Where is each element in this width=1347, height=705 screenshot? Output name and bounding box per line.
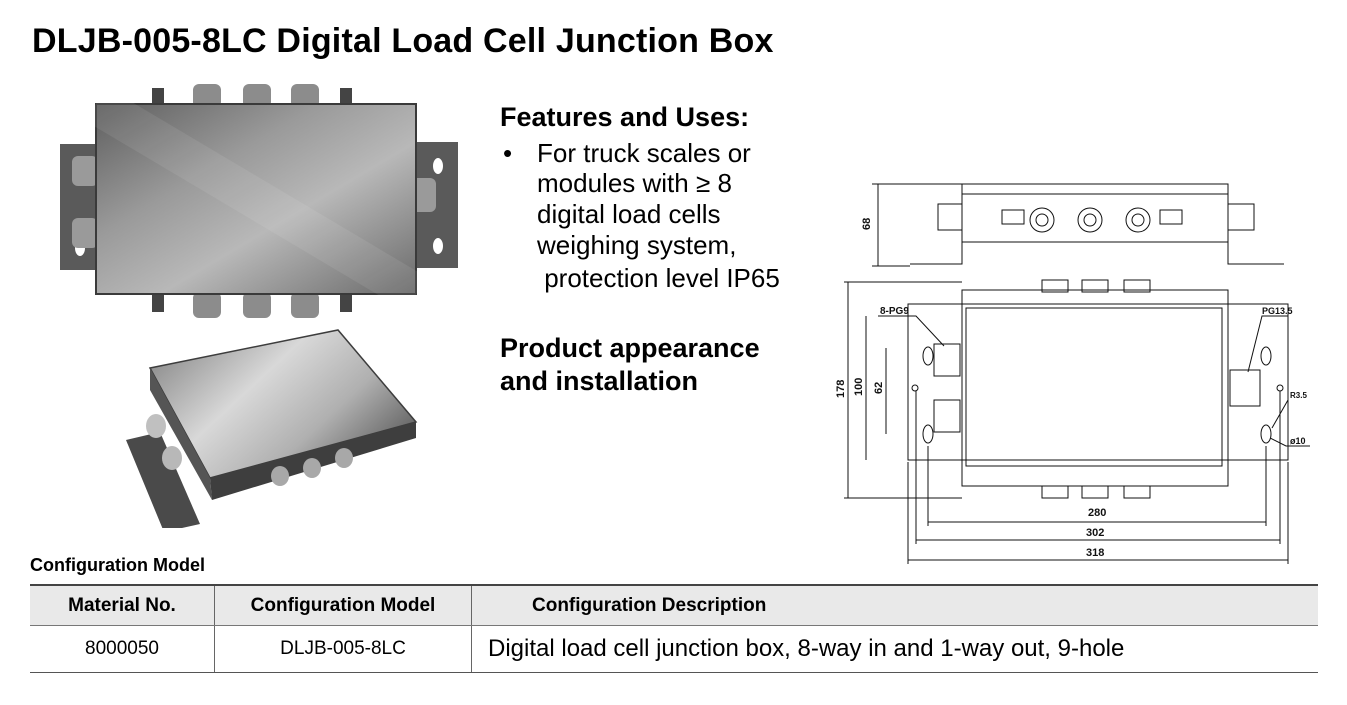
product-photo-top (60, 84, 458, 318)
dim-inner-height: 100 (853, 378, 865, 396)
cell-configuration-description: Digital load cell junction box, 8-way in… (471, 625, 1318, 673)
feature-line: For truck scales or (537, 138, 751, 168)
features-heading: Features and Uses: (500, 102, 750, 132)
feature-line: weighing system, (537, 230, 737, 260)
product-photo-perspective (126, 329, 418, 528)
callout-hole-dia: ø10 (1290, 436, 1306, 446)
dim-middle-width: 302 (1086, 527, 1104, 539)
dim-overall-width: 318 (1086, 547, 1104, 559)
page-title: DLJB-005-8LC Digital Load Cell Junction … (32, 22, 774, 60)
appearance-heading-line: and installation (500, 366, 699, 396)
column-header-configuration-model: Configuration Model (214, 584, 472, 626)
configuration-table: Material No. Configuration Model Configu… (30, 584, 1318, 673)
configuration-model-label: Configuration Model (30, 555, 205, 575)
feature-line: modules with ≥ 8 (537, 168, 732, 198)
table-header-row: Material No. Configuration Model Configu… (30, 584, 1318, 626)
dim-height-side: 68 (861, 218, 873, 230)
technical-drawing: 68 178 100 62 280 302 318 8-PG9 PG13.5 R… (835, 183, 1310, 564)
cell-configuration-model: DLJB-005-8LC (214, 625, 472, 673)
column-header-material-no: Material No. (30, 584, 215, 626)
appearance-heading-line: Product appearance (500, 333, 760, 363)
callout-out-gland: PG13.5 (1262, 306, 1293, 316)
feature-line: protection level IP65 (537, 263, 780, 293)
dim-overall-height: 178 (835, 380, 847, 398)
cell-material-no: 8000050 (30, 625, 215, 673)
column-header-configuration-description: Configuration Description (471, 584, 1318, 626)
dim-hole-spacing: 62 (873, 382, 885, 394)
table-row: 8000050 DLJB-005-8LC Digital load cell j… (30, 625, 1318, 673)
bullet-marker: • (503, 138, 513, 168)
feature-line: digital load cells (537, 199, 721, 229)
dim-inner-width: 280 (1088, 507, 1106, 519)
callout-radius: R3.5 (1290, 391, 1307, 400)
callout-glands: 8-PG9 (880, 306, 909, 317)
